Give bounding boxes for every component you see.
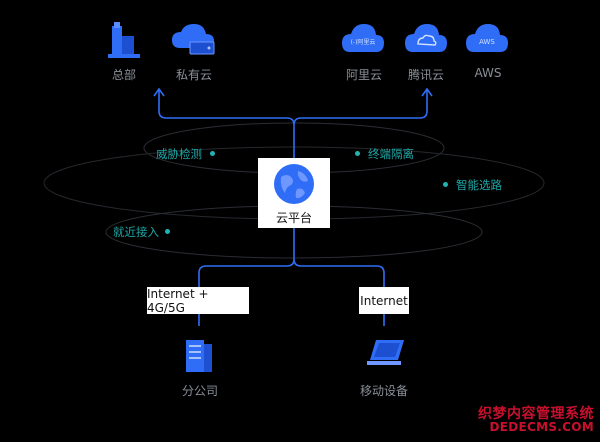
private-cloud-label: 私有云 bbox=[175, 68, 212, 82]
feature-smart-routing: 智能选路 bbox=[456, 178, 502, 192]
globe-icon bbox=[274, 164, 314, 204]
tencent-cloud-icon bbox=[405, 24, 447, 52]
feature-routing-dot bbox=[443, 182, 448, 187]
branch-server-icon bbox=[186, 340, 212, 372]
feature-threat-detection: 威胁检测 bbox=[156, 147, 202, 161]
aliyun-cloud-icon: (-)阿里云 bbox=[342, 24, 384, 52]
connection-internet-4g5g: Internet + 4G/5G bbox=[147, 287, 249, 315]
uplink-arrow-right bbox=[421, 87, 433, 97]
connection-internet: Internet bbox=[359, 287, 409, 314]
aliyun-badge-text: (-)阿里云 bbox=[351, 38, 376, 46]
aws-cloud-icon: AWS bbox=[466, 24, 508, 52]
watermark-url: DEDECMS.COM bbox=[489, 420, 594, 434]
hq-label: 总部 bbox=[111, 68, 136, 82]
tencent-label: 腾讯云 bbox=[407, 68, 444, 82]
watermark-title: 织梦内容管理系统 bbox=[478, 406, 594, 422]
private-cloud-icon bbox=[172, 24, 215, 55]
uplink-line bbox=[158, 90, 428, 158]
feature-terminal-dot bbox=[355, 151, 360, 156]
aliyun-label: 阿里云 bbox=[345, 68, 382, 82]
cloud-platform-node: 云平台 bbox=[258, 158, 330, 228]
hq-building-icon bbox=[108, 22, 140, 58]
laptop-icon bbox=[367, 340, 404, 365]
uplink-arrow-left bbox=[153, 87, 165, 97]
aws-label: AWS bbox=[474, 66, 502, 80]
feature-terminal-isolation: 终端隔离 bbox=[368, 147, 414, 161]
branch-label: 分公司 bbox=[181, 384, 218, 398]
downlink-line bbox=[198, 228, 385, 288]
feature-access-dot bbox=[165, 229, 170, 234]
aws-badge-text: AWS bbox=[479, 38, 495, 46]
feature-threat-dot bbox=[210, 151, 215, 156]
feature-nearby-access: 就近接入 bbox=[113, 225, 159, 239]
cloud-platform-label: 云平台 bbox=[275, 211, 312, 225]
mobile-label: 移动设备 bbox=[359, 384, 408, 398]
